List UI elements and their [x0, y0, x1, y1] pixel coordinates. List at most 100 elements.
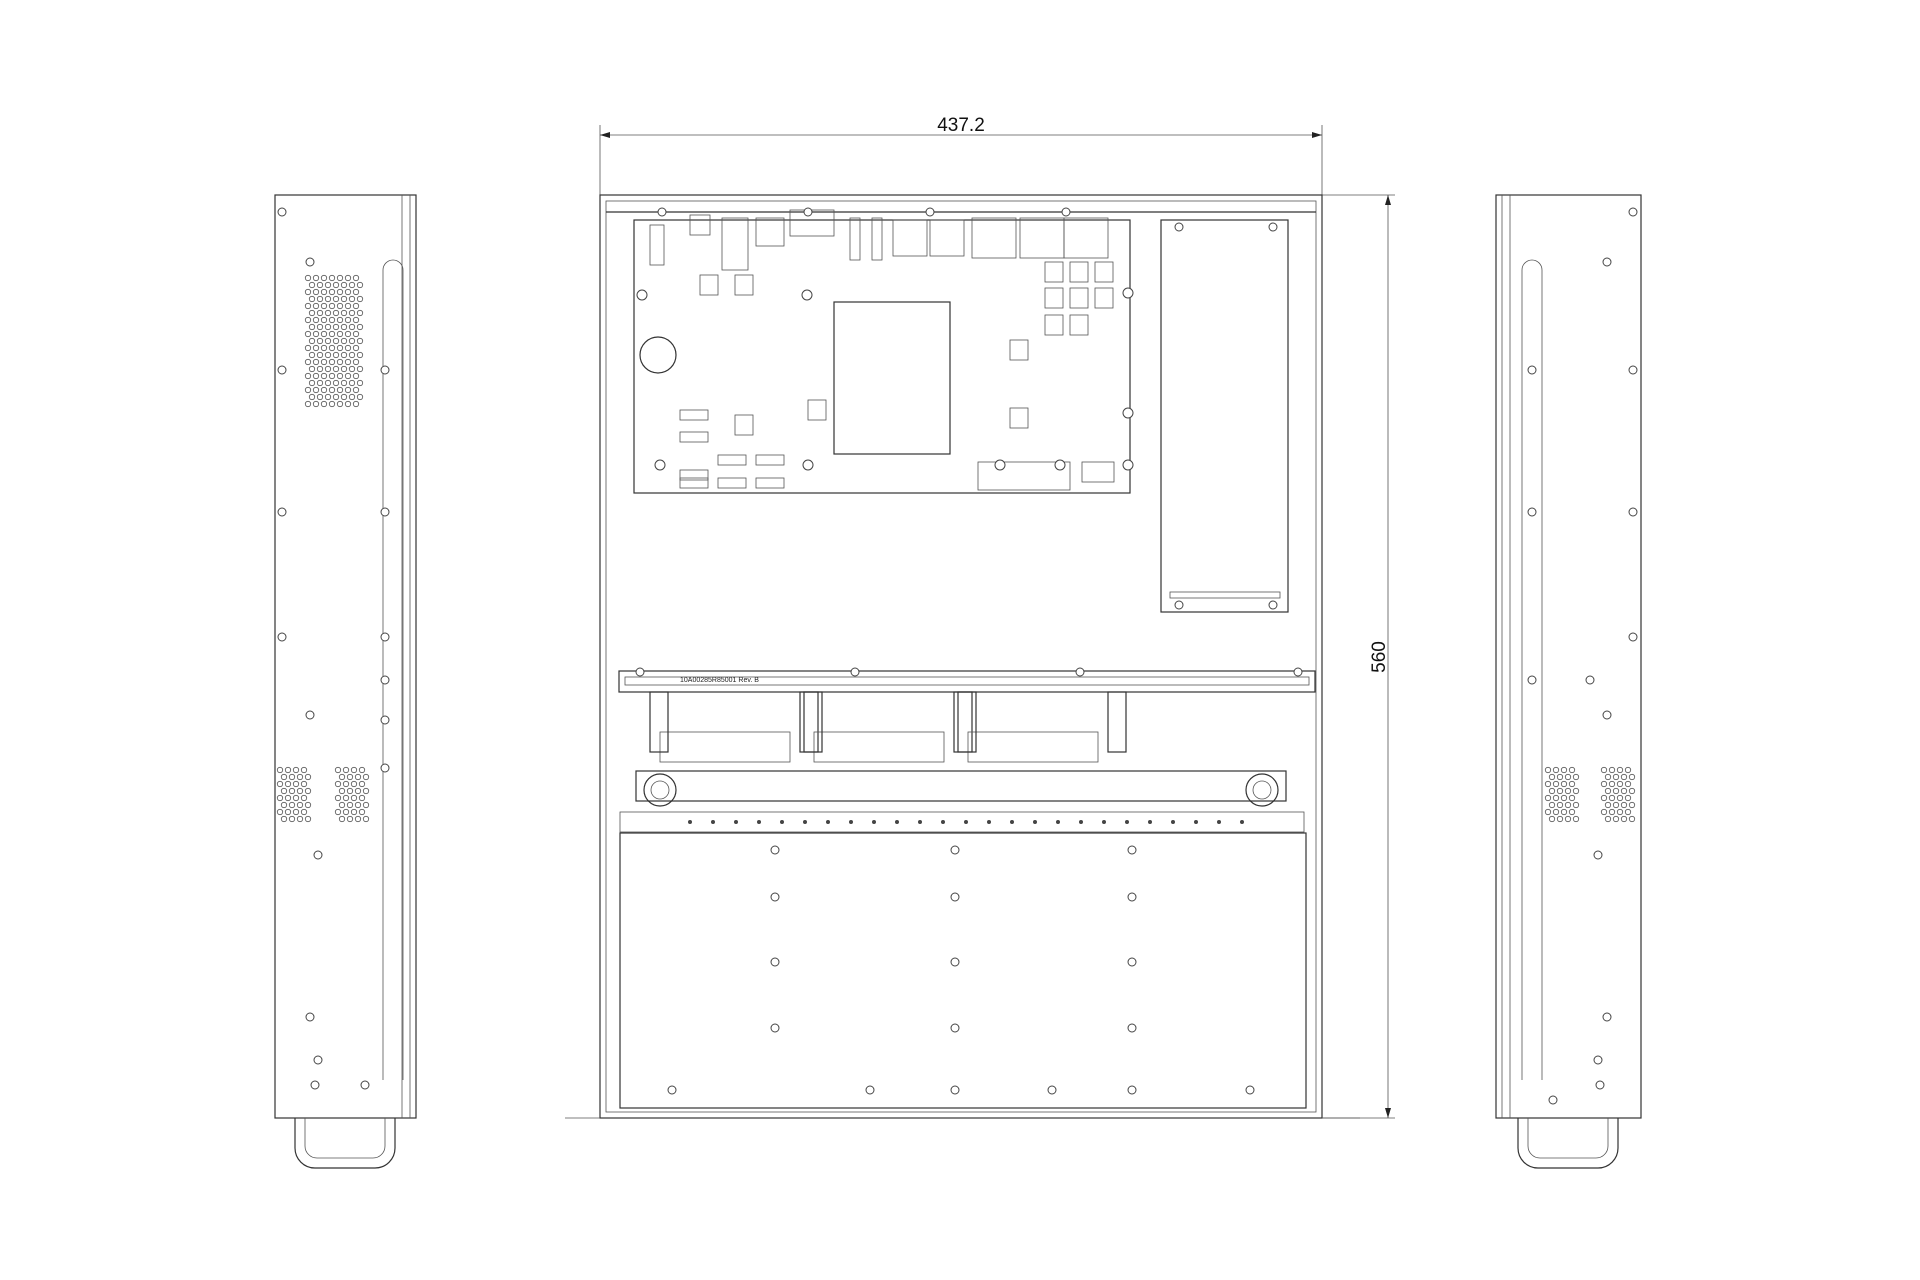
screw-hole — [277, 365, 287, 375]
screw-hole — [801, 289, 813, 301]
vent-hole — [328, 330, 336, 338]
vent-hole — [358, 766, 366, 774]
screw-hole — [803, 207, 813, 217]
vent-hole — [1568, 766, 1576, 774]
screw-hole — [1527, 675, 1537, 685]
vent-hole — [308, 365, 316, 373]
vent-hole — [356, 309, 364, 317]
io-port — [892, 219, 928, 257]
vent-hole — [308, 379, 316, 387]
screw-hole — [1602, 1012, 1612, 1022]
vent-hole — [1608, 794, 1616, 802]
vent-hole — [348, 351, 356, 359]
vent-hole — [324, 309, 332, 317]
top-view: 10A00285R85001 Rev. B — [565, 194, 1360, 1119]
vent-hole — [352, 288, 360, 296]
vent-hole — [304, 288, 312, 296]
vent-hole — [332, 393, 340, 401]
io-port — [1019, 217, 1065, 259]
bumper-core — [650, 780, 670, 800]
rail-hole — [872, 820, 876, 824]
vent-hole — [1608, 780, 1616, 788]
vent-hole — [1572, 815, 1580, 823]
vent-hole — [1556, 801, 1564, 809]
vent-hole — [362, 801, 370, 809]
screw-hole — [654, 459, 666, 471]
vent-hole — [348, 379, 356, 387]
vent-hole — [1552, 808, 1560, 816]
screw-hole — [1628, 365, 1638, 375]
vent-hole — [362, 815, 370, 823]
rail-hole — [688, 820, 692, 824]
vent-hole — [344, 358, 352, 366]
fan-module — [659, 731, 791, 763]
drive-tray — [619, 832, 1307, 1109]
fan-module — [967, 731, 1099, 763]
vent-hole — [308, 295, 316, 303]
vent-hole — [304, 358, 312, 366]
vent-hole — [344, 344, 352, 352]
vent-hole — [288, 787, 296, 795]
screw-hole — [770, 845, 780, 855]
vent-hole — [336, 386, 344, 394]
screw-hole — [1122, 459, 1134, 471]
vent-hole — [288, 801, 296, 809]
screw-hole — [1593, 1055, 1603, 1065]
vent-hole — [1624, 766, 1632, 774]
width-dimension: 437.2 — [599, 115, 1323, 195]
vent-hole — [350, 780, 358, 788]
fan-latch — [803, 691, 823, 753]
vent-hole — [316, 281, 324, 289]
vent-hole — [316, 365, 324, 373]
vent-hole — [324, 365, 332, 373]
screw-hole — [1127, 845, 1137, 855]
vent-hole — [320, 288, 328, 296]
io-port — [649, 224, 665, 266]
vent-hole — [320, 274, 328, 282]
rail-hole — [1240, 820, 1244, 824]
vent-hole — [1616, 780, 1624, 788]
vent-hole — [336, 400, 344, 408]
vent-hole — [340, 295, 348, 303]
vent-hole — [292, 794, 300, 802]
vent-hole — [312, 358, 320, 366]
fan-module — [813, 731, 945, 763]
vent-hole — [276, 808, 284, 816]
screw-hole — [277, 207, 287, 217]
vent-hole — [332, 281, 340, 289]
screw-hole — [1061, 207, 1071, 217]
vent-hole — [346, 773, 354, 781]
vent-hole — [342, 808, 350, 816]
rail-hole — [1217, 820, 1221, 824]
vent-hole — [308, 337, 316, 345]
vent-hole — [312, 316, 320, 324]
vent-hole — [362, 773, 370, 781]
vent-hole — [356, 281, 364, 289]
bumper-core — [1252, 780, 1272, 800]
screw-hole — [1127, 1023, 1137, 1033]
vent-hole — [358, 780, 366, 788]
screw-hole — [770, 957, 780, 967]
vent-hole — [340, 323, 348, 331]
vent-hole — [1568, 780, 1576, 788]
vent-hole — [284, 766, 292, 774]
rail-hole — [1010, 820, 1014, 824]
vent-hole — [296, 787, 304, 795]
vent-hole — [342, 780, 350, 788]
vent-hole — [1568, 808, 1576, 816]
depth-dimension: 560 — [1322, 194, 1395, 1119]
chip — [699, 274, 719, 296]
vent-hole — [348, 309, 356, 317]
vent-hole — [354, 787, 362, 795]
vent-hole — [352, 358, 360, 366]
vent-hole — [280, 773, 288, 781]
rail-hole — [757, 820, 761, 824]
screw-hole — [657, 207, 667, 217]
screw-hole — [1054, 459, 1066, 471]
left-side-view — [274, 194, 417, 1169]
screw-hole — [1628, 632, 1638, 642]
vent-hole — [1556, 815, 1564, 823]
screw-hole — [950, 1085, 960, 1095]
vent-hole — [344, 302, 352, 310]
vent-hole — [338, 801, 346, 809]
